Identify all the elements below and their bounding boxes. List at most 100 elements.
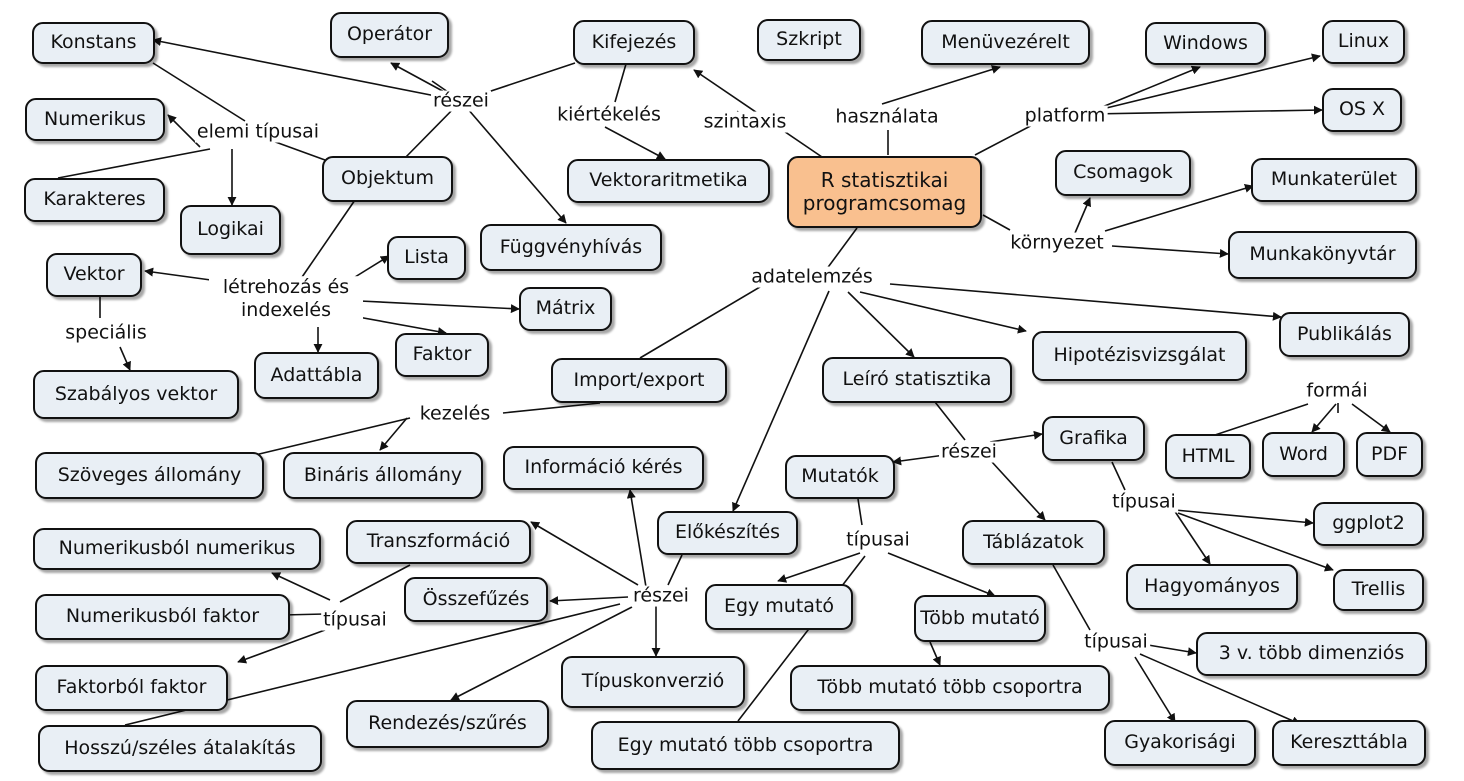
node-tobb-mutato[interactable]: Több mutató bbox=[914, 595, 1046, 642]
connector-arrow bbox=[1089, 53, 1321, 113]
label-tipusai-transzformacio: típusai bbox=[321, 608, 389, 631]
connector-arrow bbox=[354, 255, 390, 278]
node-osszefuzes[interactable]: Összefűzés bbox=[404, 577, 548, 622]
node-numerikusbol-numerikus[interactable]: Numerikusból numerikus bbox=[33, 528, 321, 570]
node-mutatok[interactable]: Mutatók bbox=[785, 455, 895, 499]
connector-arrow bbox=[460, 100, 567, 224]
connector-arrow bbox=[167, 114, 201, 148]
label-reszei-top: részei bbox=[431, 89, 491, 112]
node-munkakonyvtar[interactable]: Munkakönyvtár bbox=[1228, 231, 1417, 279]
connector-line bbox=[614, 63, 627, 103]
node-objektum[interactable]: Objektum bbox=[322, 156, 453, 202]
node-informacio-keres[interactable]: Információ kérés bbox=[503, 446, 704, 490]
connector-arrow bbox=[1074, 197, 1091, 234]
label-reszei-leiro: részei bbox=[939, 440, 999, 463]
node-import-export[interactable]: Import/export bbox=[551, 358, 727, 403]
node-word[interactable]: Word bbox=[1262, 432, 1345, 477]
node-logikai[interactable]: Logikai bbox=[180, 205, 281, 255]
node-rendezes-szures[interactable]: Rendezés/szűrés bbox=[346, 700, 549, 748]
connector-arrow bbox=[1174, 509, 1314, 527]
node-tobb-mutato-tobb-csoportra[interactable]: Több mutató több csoportra bbox=[790, 665, 1110, 711]
label-hasznalata: használata bbox=[833, 105, 941, 128]
connector-arrow bbox=[989, 430, 1043, 443]
connector-arrow bbox=[881, 65, 1001, 105]
node-vektor[interactable]: Vektor bbox=[46, 253, 142, 297]
connector-line bbox=[667, 554, 683, 586]
label-tipusai-grafika: típusai bbox=[1110, 490, 1178, 513]
node-menuvezerelt[interactable]: Menüvezérelt bbox=[921, 20, 1090, 65]
label-szintaxis: szintaxis bbox=[701, 110, 789, 133]
connector-line bbox=[254, 417, 411, 456]
connector-arrow bbox=[152, 37, 462, 102]
connector-arrow bbox=[1311, 403, 1337, 433]
node-fuggvenyhivas[interactable]: Függvényhívás bbox=[480, 224, 662, 271]
node-kifejezes[interactable]: Kifejezés bbox=[573, 20, 695, 65]
connector-arrow bbox=[450, 606, 633, 701]
node-ggplot2[interactable]: ggplot2 bbox=[1313, 502, 1424, 546]
node-egy-mutato-tobb-csoportra[interactable]: Egy mutató több csoportra bbox=[591, 721, 900, 770]
node-egy-mutato[interactable]: Egy mutató bbox=[705, 584, 853, 630]
connector-arrow bbox=[357, 316, 447, 336]
node-linux[interactable]: Linux bbox=[1322, 20, 1405, 64]
connector-arrow bbox=[1177, 512, 1334, 572]
node-hipotezisvizsgalat[interactable]: Hipotézisvizsgálat bbox=[1032, 331, 1247, 381]
node-operator[interactable]: Operátor bbox=[330, 12, 449, 58]
node-elokeszites[interactable]: Előkészítés bbox=[657, 511, 798, 555]
node-munkaterulet[interactable]: Munkaterület bbox=[1251, 158, 1417, 202]
connector-arrow bbox=[847, 291, 915, 358]
node-binaris-allomany[interactable]: Bináris állomány bbox=[283, 452, 483, 499]
connector-line bbox=[934, 401, 966, 441]
connector-arrow bbox=[732, 290, 830, 512]
node-hagyomanyos[interactable]: Hagyományos bbox=[1126, 564, 1298, 610]
connector-line bbox=[152, 62, 246, 122]
connector-arrow bbox=[549, 596, 629, 606]
node-gyakorisagi[interactable]: Gyakorisági bbox=[1104, 720, 1256, 766]
node-szoveges-allomany[interactable]: Szöveges állomány bbox=[35, 452, 264, 499]
connector-line bbox=[57, 148, 211, 179]
node-grafika[interactable]: Grafika bbox=[1042, 416, 1145, 461]
node-vektoraritmetika[interactable]: Vektoraritmetika bbox=[567, 159, 770, 203]
node-hosszu-szeles[interactable]: Hosszú/széles átalakítás bbox=[38, 725, 322, 772]
connector-line bbox=[974, 120, 1041, 156]
label-adatelemzes: adatelemzés bbox=[749, 265, 875, 288]
node-publikalas[interactable]: Publikálás bbox=[1279, 312, 1410, 357]
connector-arrow bbox=[1173, 509, 1211, 565]
connector-arrow bbox=[889, 283, 1282, 321]
node-matrix[interactable]: Mátrix bbox=[519, 287, 612, 331]
node-pdf[interactable]: PDF bbox=[1356, 432, 1423, 477]
connector-arrow bbox=[991, 461, 1046, 521]
node-kereszttabla[interactable]: Kereszttábla bbox=[1272, 720, 1426, 766]
label-platform: platform bbox=[1022, 104, 1108, 127]
node-konstans[interactable]: Konstans bbox=[32, 22, 155, 64]
node-lista[interactable]: Lista bbox=[387, 236, 466, 280]
node-faktorbol-faktor[interactable]: Faktorból faktor bbox=[35, 665, 228, 711]
node-adattabla[interactable]: Adattábla bbox=[254, 352, 379, 399]
node-karakteres[interactable]: Karakteres bbox=[24, 178, 165, 222]
connector-arrow bbox=[237, 629, 326, 664]
connector-arrow bbox=[892, 454, 946, 466]
node-trellis[interactable]: Trellis bbox=[1333, 569, 1424, 611]
node-numerikus[interactable]: Numerikus bbox=[25, 98, 165, 141]
node-windows[interactable]: Windows bbox=[1145, 22, 1266, 65]
connector-arrow bbox=[119, 346, 131, 371]
node-leiro-statisztika[interactable]: Leíró statisztika bbox=[822, 357, 1012, 403]
root-node-r-package[interactable]: R statisztikai programcsomag bbox=[787, 156, 982, 228]
node-tablazatok[interactable]: Táblázatok bbox=[962, 520, 1105, 565]
connector-arrow bbox=[271, 572, 331, 601]
node-szabalyos-vektor[interactable]: Szabályos vektor bbox=[33, 370, 239, 419]
label-tipusai-tablazatok: típusai bbox=[1082, 630, 1150, 653]
node-osx[interactable]: OS X bbox=[1322, 88, 1402, 132]
node-harom-dimenzios[interactable]: 3 v. több dimenziós bbox=[1196, 632, 1427, 676]
node-html[interactable]: HTML bbox=[1165, 434, 1251, 479]
node-tipuskonverzio[interactable]: Típuskonverzió bbox=[561, 656, 745, 708]
connector-line bbox=[299, 199, 356, 281]
node-szkript[interactable]: Szkript bbox=[757, 19, 861, 61]
node-transzformacio[interactable]: Transzformáció bbox=[346, 520, 531, 564]
node-numerikusbol-faktor[interactable]: Numerikusból faktor bbox=[35, 594, 290, 640]
label-reszei-elokeszites: részei bbox=[631, 584, 691, 607]
node-faktor[interactable]: Faktor bbox=[395, 333, 489, 377]
connector-arrow bbox=[887, 552, 996, 598]
node-csomagok[interactable]: Csomagok bbox=[1055, 150, 1191, 196]
